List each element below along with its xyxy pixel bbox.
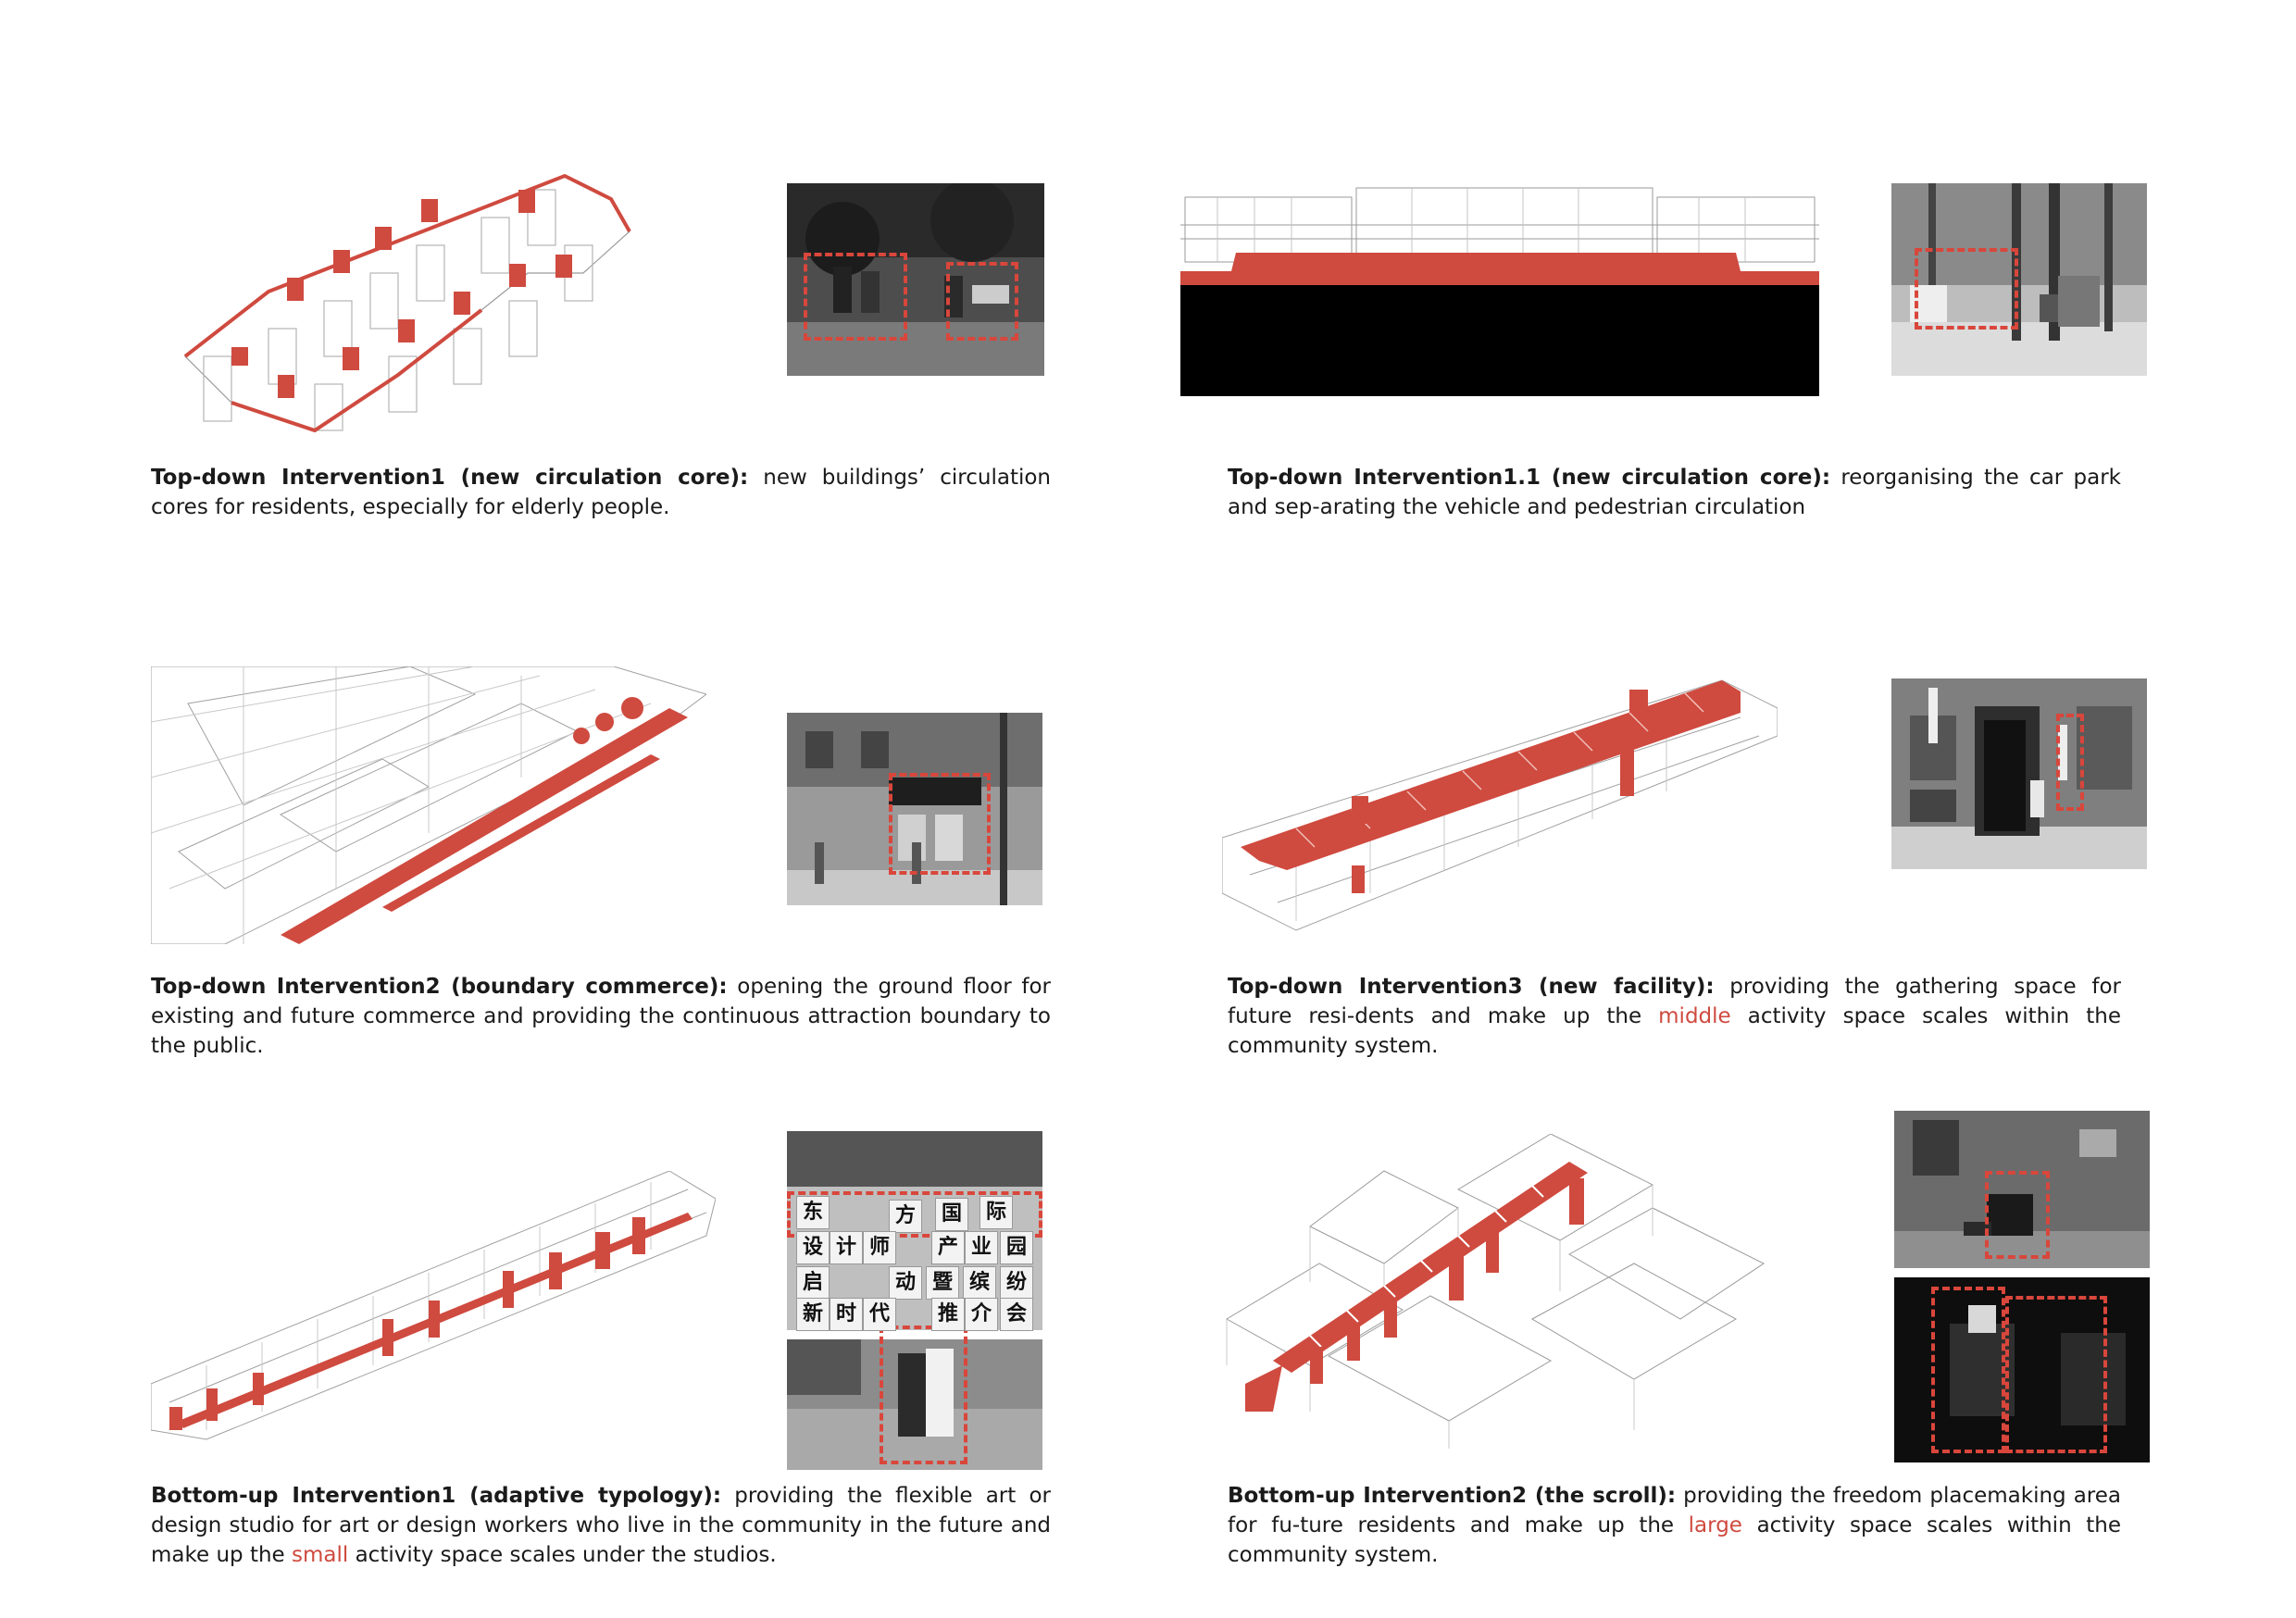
photo-residents-activities <box>1894 1111 2150 1462</box>
signboard-char: 会 <box>1000 1298 1033 1331</box>
caption-body: reorganising the car park and sep-aratin… <box>1228 466 2122 519</box>
signboard-char: 计 <box>830 1231 863 1264</box>
signboard-char: 园 <box>1000 1231 1033 1264</box>
caption-panel-2: Top-down Intervention1.1 (new circulatio… <box>1228 463 2121 522</box>
highlight-frame <box>2056 714 2084 811</box>
signboard-char: 启 <box>796 1266 830 1300</box>
caption-body: activity space scales within the communi… <box>1228 1513 2121 1567</box>
signboard-char: 东 <box>796 1196 830 1229</box>
highlight-frame <box>1985 1171 2050 1259</box>
photo-car-park <box>1891 183 2147 376</box>
caption-title: Bottom-up Intervention2 (the scroll): <box>1228 1484 1677 1508</box>
signboard: 东 方 国 际 设 计 师 产 业 园 启 动 暨 缤 纷 新 时 代 推 介 … <box>787 1131 1042 1331</box>
section-drawing-car-park <box>1180 183 1819 396</box>
photo-elderly-gathering <box>787 183 1044 376</box>
caption-title: Top-down Intervention3 (new facility): <box>1228 975 1715 999</box>
signboard-char: 业 <box>965 1231 998 1264</box>
axonometric-drawing-the-scroll <box>1217 1134 1773 1449</box>
caption-body: providing the flexible art or design stu… <box>151 1484 1051 1567</box>
axonometric-drawing-adaptive-typology <box>151 1171 716 1449</box>
highlight-frame <box>946 262 1018 341</box>
photo-courtyard-gate <box>1891 678 2147 869</box>
signboard-char: 国 <box>935 1198 968 1231</box>
caption-panel-6: Bottom-up Intervention2 (the scroll): pr… <box>1228 1481 2121 1570</box>
signboard-char: 纷 <box>1000 1266 1033 1300</box>
caption-title: Top-down Intervention1.1 (new circulatio… <box>1228 466 1831 490</box>
signboard-char: 介 <box>965 1298 998 1331</box>
signboard-char: 推 <box>931 1298 965 1331</box>
signboard-char: 暨 <box>926 1266 959 1300</box>
highlight-frame <box>1915 248 2018 330</box>
caption-body: activity space scales within the communi… <box>1228 1004 2121 1058</box>
caption-body: providing the gathering space for future… <box>1228 975 2121 1028</box>
highlight-word: large <box>1688 1513 1742 1537</box>
signboard-char: 缤 <box>963 1266 996 1300</box>
signboard-char: 新 <box>796 1298 830 1331</box>
highlight-frame <box>2005 1296 2107 1453</box>
signboard-char: 动 <box>889 1266 922 1300</box>
caption-body: new buildings’ circulation cores for res… <box>151 466 1051 519</box>
axonometric-drawing-circulation-core <box>176 162 731 449</box>
caption-body: opening the ground floor for existing an… <box>151 975 1051 1058</box>
axonometric-drawing-new-facility <box>1222 662 1778 940</box>
photo-design-park-signboard: 东 方 国 际 设 计 师 产 业 园 启 动 暨 缤 纷 新 时 代 推 介 … <box>787 1131 1042 1470</box>
signboard-char: 代 <box>863 1298 896 1331</box>
caption-title: Top-down Intervention1 (new circulation … <box>151 466 749 490</box>
caption-body: providing the freedom placemaking area f… <box>1228 1484 2121 1537</box>
signboard-char: 师 <box>863 1231 896 1264</box>
signboard-char: 设 <box>796 1231 830 1264</box>
highlight-frame <box>1931 1287 2005 1453</box>
highlight-frame <box>804 253 907 341</box>
caption-panel-5: Bottom-up Intervention1 (adaptive typolo… <box>151 1481 1051 1570</box>
axonometric-drawing-boundary-commerce <box>151 666 706 944</box>
highlight-frame <box>787 1191 1042 1238</box>
highlight-frame <box>880 1326 967 1464</box>
caption-title: Top-down Intervention2 (boundary commerc… <box>151 975 728 999</box>
caption-title: Bottom-up Intervention1 (adaptive typolo… <box>151 1484 722 1508</box>
caption-panel-1: Top-down Intervention1 (new circulation … <box>151 463 1051 522</box>
signboard-char: 际 <box>980 1196 1013 1229</box>
caption-body: activity space scales under the studios. <box>348 1543 777 1567</box>
caption-panel-3: Top-down Intervention2 (boundary commerc… <box>151 972 1051 1061</box>
caption-panel-4: Top-down Intervention3 (new facility): p… <box>1228 972 2121 1061</box>
photo-shopfront <box>787 713 1042 905</box>
signboard-char: 方 <box>889 1200 922 1233</box>
signboard-char: 产 <box>931 1231 965 1264</box>
highlight-word: middle <box>1658 1004 1731 1028</box>
signboard-char: 时 <box>830 1298 863 1331</box>
highlight-word: small <box>292 1543 349 1567</box>
highlight-frame <box>889 773 991 875</box>
